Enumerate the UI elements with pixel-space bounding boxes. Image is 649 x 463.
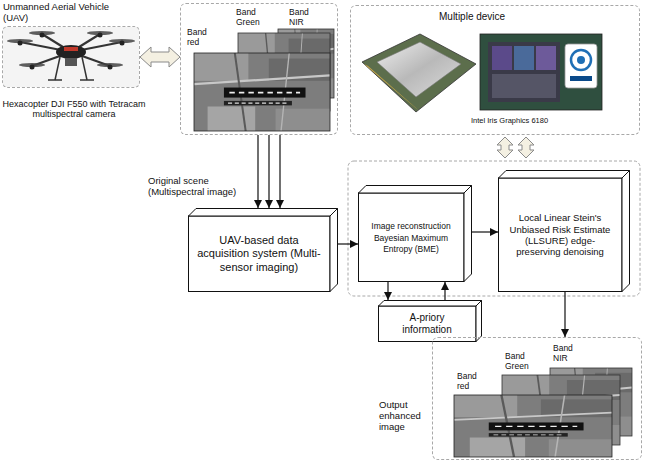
arrow-connector xyxy=(444,282,445,300)
arrow-connector xyxy=(257,135,258,208)
process-box: Local Linear Stein's Unbiased Risk Estim… xyxy=(498,170,630,292)
box-face: UAV-based data acquisition system (Multi… xyxy=(188,216,330,292)
arrow-connector xyxy=(564,292,565,337)
band-image-stack xyxy=(194,29,334,131)
cpu-picture xyxy=(362,34,476,112)
output-image-box: Band NIRBand GreenBand redOutput enhance… xyxy=(432,337,642,460)
box-top xyxy=(499,171,630,179)
photo-caption: Hexacopter DJI F550 with Tetracam multis… xyxy=(1,99,147,120)
gpu-die-picture xyxy=(480,34,602,110)
double-arrow-connector xyxy=(140,47,180,67)
arrow-connector xyxy=(279,135,280,208)
arrow-connector xyxy=(472,231,498,232)
band-label: Band Green xyxy=(236,8,268,28)
box-text: Local Linear Stein's Unbiased Risk Estim… xyxy=(505,212,615,258)
multispectral-image-box: Band Green Band NIR Band red xyxy=(180,3,338,135)
device-caption: Intel Iris Graphics 6180 xyxy=(471,117,621,126)
box-side xyxy=(330,209,338,292)
node-heading: Unmanned Aerial Vehicle (UAV) xyxy=(3,2,123,24)
input-label: Original scene (Multispectral image) xyxy=(148,176,252,198)
box-side xyxy=(476,301,482,342)
box-face: Image reconstructionBayesian Maximum Ent… xyxy=(358,193,464,282)
band-label: Band NIR xyxy=(553,344,585,364)
band-image-stack xyxy=(454,368,632,457)
data-box: A-priory information xyxy=(378,300,482,342)
hexacopter-picture xyxy=(3,27,139,87)
box-side xyxy=(464,186,472,282)
arrow-connector xyxy=(268,135,269,208)
box-front xyxy=(359,193,465,282)
band-label: Band red xyxy=(457,372,489,392)
band-label: Band red xyxy=(187,28,219,48)
box-face: Local Linear Stein's Unbiased Risk Estim… xyxy=(498,178,622,292)
box-text: Bayesian Maximum Entropy (BME) xyxy=(365,233,457,253)
uav-photo-box: Unmanned Aerial Vehicle (UAV)Hexacopter … xyxy=(2,26,140,88)
box-front xyxy=(189,216,331,292)
box-top xyxy=(379,301,482,307)
processing-region xyxy=(348,161,640,296)
band-label: Band Green xyxy=(505,352,537,372)
box-text: UAV-based data acquisition system (Multi… xyxy=(195,234,323,274)
node-heading: Output enhanced image xyxy=(379,400,431,433)
arrow-connector xyxy=(387,282,388,300)
box-text: A-priory information xyxy=(385,312,469,336)
process-box: Image reconstructionBayesian Maximum Ent… xyxy=(358,185,472,282)
box-side xyxy=(622,171,630,292)
arrow-connector xyxy=(338,243,358,244)
device-box: Multiple deviceIntel Iris Graphics 6180 xyxy=(350,5,640,135)
box-top xyxy=(359,186,472,194)
double-arrow xyxy=(497,137,534,158)
process-box: UAV-based data acquisition system (Multi… xyxy=(188,208,338,292)
band-label: Band NIR xyxy=(289,8,321,28)
box-front xyxy=(499,178,623,292)
node-heading: Multiple device xyxy=(439,11,559,23)
box-heading: Image reconstruction xyxy=(371,221,450,231)
box-top xyxy=(189,209,338,217)
